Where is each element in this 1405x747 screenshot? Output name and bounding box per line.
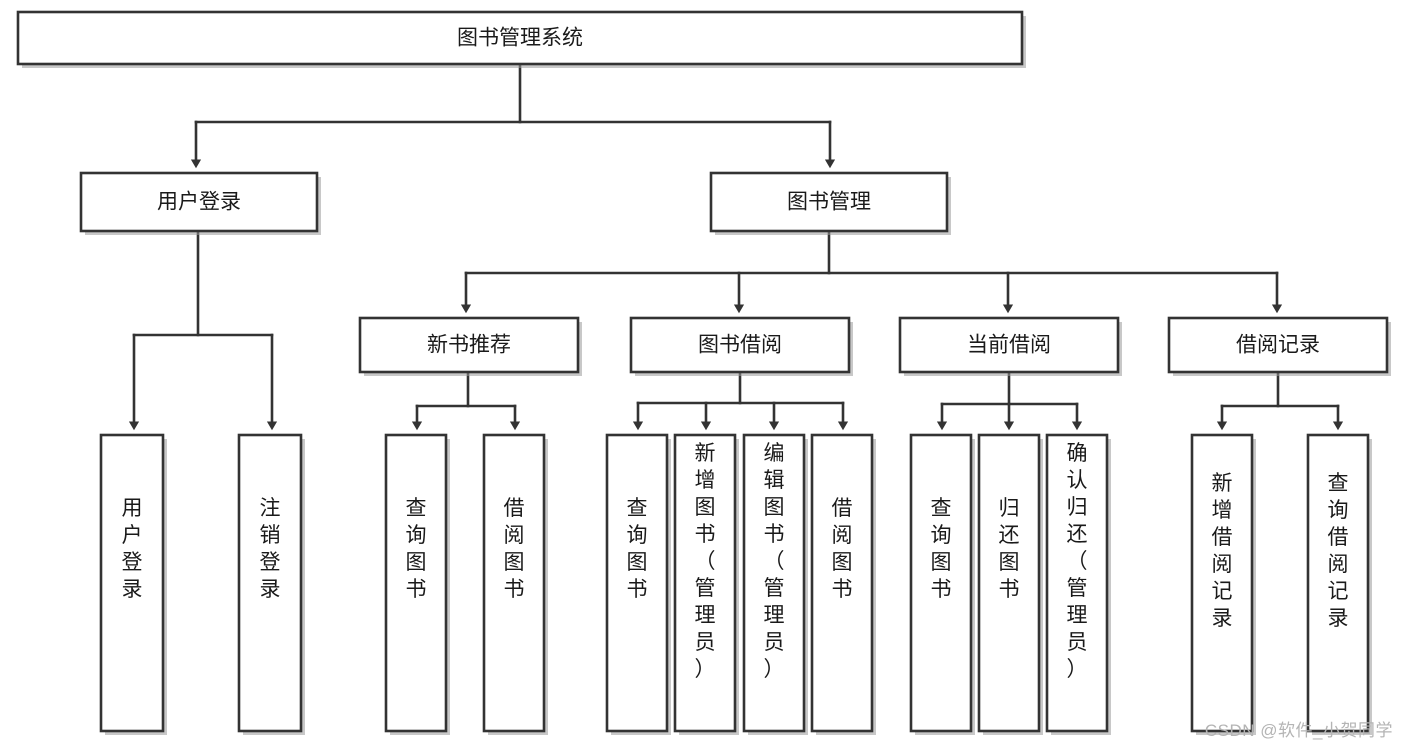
node-borrow-record-label: 借阅记录	[1236, 334, 1320, 357]
node-book-borrow-label: 图书借阅	[698, 334, 782, 357]
node-leaf-add-record-label: 新增借阅记录	[1212, 472, 1233, 630]
node-leaf-edit-book[interactable]: 编辑图书（管理员）	[742, 433, 808, 735]
node-leaf-confirm-return-label: 确认归还（管理员）	[1067, 442, 1088, 681]
node-leaf-add-book-label: 新增图书（管理员）	[695, 442, 716, 681]
connector-layer	[128, 64, 1344, 431]
node-leaf-borrow-book-1-label: 借阅图书	[504, 497, 525, 601]
node-leaf-query-book-1-label: 查询图书	[406, 497, 427, 601]
node-leaf-borrow-book-1[interactable]: 借阅图书	[482, 433, 548, 735]
node-book-management-label: 图书管理	[787, 191, 871, 214]
node-leaf-query-record-label: 查询借阅记录	[1328, 472, 1349, 630]
node-leaf-borrow-book-2-label: 借阅图书	[832, 497, 853, 601]
node-leaf-add-record[interactable]: 新增借阅记录	[1190, 433, 1256, 735]
node-leaf-query-book-2[interactable]: 查询图书	[605, 433, 671, 735]
node-book-management[interactable]: 图书管理	[709, 171, 951, 235]
node-new-book-recommend[interactable]: 新书推荐	[358, 316, 582, 376]
node-current-borrow-label: 当前借阅	[967, 334, 1051, 357]
node-leaf-add-book[interactable]: 新增图书（管理员）	[673, 433, 739, 735]
node-leaf-logout-login[interactable]: 注销登录	[237, 433, 305, 735]
node-leaf-logout-login-label: 注销登录	[260, 497, 281, 601]
node-borrow-record[interactable]: 借阅记录	[1167, 316, 1391, 376]
node-new-book-recommend-label: 新书推荐	[427, 334, 511, 357]
node-book-borrow[interactable]: 图书借阅	[629, 316, 853, 376]
node-leaf-query-record[interactable]: 查询借阅记录	[1306, 433, 1372, 735]
node-leaf-query-book-2-label: 查询图书	[627, 497, 648, 601]
node-leaf-borrow-book-2[interactable]: 借阅图书	[810, 433, 876, 735]
node-leaf-return-book[interactable]: 归还图书	[977, 433, 1043, 735]
node-user-login-label: 用户登录	[157, 191, 241, 214]
node-leaf-return-book-label: 归还图书	[999, 497, 1020, 601]
node-leaf-query-book-3-label: 查询图书	[931, 497, 952, 601]
node-root-label: 图书管理系统	[457, 27, 583, 50]
node-current-borrow[interactable]: 当前借阅	[898, 316, 1122, 376]
csdn-watermark: CSDN @软件_小贺同学	[1204, 721, 1393, 740]
node-leaf-confirm-return[interactable]: 确认归还（管理员）	[1045, 433, 1111, 735]
node-leaf-user-login[interactable]: 用户登录	[99, 433, 167, 735]
node-leaf-query-book-3[interactable]: 查询图书	[909, 433, 975, 735]
node-user-login[interactable]: 用户登录	[79, 171, 321, 235]
node-root[interactable]: 图书管理系统	[16, 10, 1026, 68]
node-leaf-query-book-1[interactable]: 查询图书	[384, 433, 450, 735]
node-leaf-edit-book-label: 编辑图书（管理员）	[764, 442, 785, 681]
node-leaf-user-login-label: 用户登录	[122, 497, 143, 601]
